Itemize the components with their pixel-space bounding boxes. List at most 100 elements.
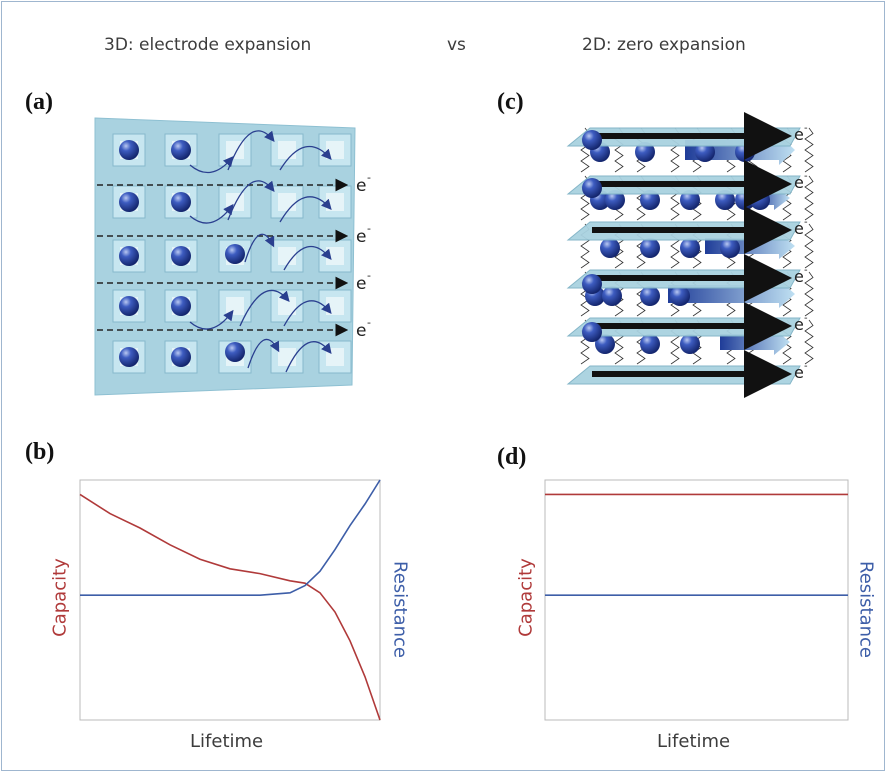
ion-sphere	[695, 142, 715, 162]
panel-d-label: (d)	[497, 444, 527, 470]
ion-hop-arrow	[285, 341, 332, 373]
ion-sphere	[635, 142, 655, 162]
ion-sphere	[595, 334, 615, 354]
ion-sphere	[119, 347, 139, 367]
chart-d-xlabel: Lifetime	[657, 731, 731, 752]
ion-sphere	[680, 334, 700, 354]
electron-label: e	[356, 321, 366, 341]
chart-d-axes	[544, 479, 849, 721]
ion-hop-arrow	[283, 300, 332, 327]
ion-sphere	[225, 244, 245, 264]
chart-d	[544, 479, 849, 721]
ion-sphere	[680, 238, 700, 258]
electron-sup: -	[804, 123, 808, 134]
lattice-cell	[112, 239, 146, 273]
ion-hop-arrow	[227, 130, 275, 171]
spring-link	[804, 127, 814, 173]
vs-label: vs	[447, 35, 466, 55]
spring-link	[804, 271, 814, 317]
electron-label: e	[356, 274, 366, 294]
ion-sphere	[119, 192, 139, 212]
ion-sphere	[670, 286, 690, 306]
ion-hop-arrow	[247, 338, 280, 369]
chart-b-ylabel-capacity: Capacity	[49, 558, 71, 637]
chart-d-ylabel-capacity: Capacity	[515, 558, 537, 637]
ion-sphere	[680, 190, 700, 210]
electron-label: e	[794, 315, 804, 334]
resistance-line-b	[80, 479, 381, 596]
ion-sphere	[119, 246, 139, 266]
chart-b	[79, 479, 381, 721]
ion-sphere	[605, 190, 625, 210]
left-title: 3D: electrode expansion	[104, 35, 312, 55]
lattice-cell	[112, 340, 146, 374]
lattice-cell-void	[226, 193, 244, 211]
ion-sphere	[715, 190, 735, 210]
ion-hop-arrow	[189, 309, 234, 330]
right-title: 2D: zero expansion	[582, 35, 746, 55]
ion-sphere	[171, 347, 191, 367]
electron-sup: -	[367, 316, 371, 329]
lattice-cell-void	[226, 297, 244, 315]
ion-hop-arrow	[244, 233, 275, 263]
ion-sphere	[600, 238, 620, 258]
chart-d-ylabel-resistance: Resistance	[855, 561, 877, 658]
ion-sphere	[171, 296, 191, 316]
ion-hop-arrow	[239, 289, 290, 327]
ion-sphere	[582, 130, 602, 150]
lattice-cell-void	[278, 141, 296, 159]
ion-hop-arrow	[279, 145, 332, 171]
chart-b-axes	[79, 479, 381, 721]
chart-b-xlabel: Lifetime	[190, 731, 264, 752]
ion-sphere	[720, 238, 740, 258]
ion-hop-arrow	[283, 245, 332, 271]
ion-sphere	[225, 342, 245, 362]
ion-hop-arrow	[227, 180, 275, 221]
electron-sup: -	[367, 269, 371, 282]
layered-sheets: e-e-e-e-e-e-	[566, 112, 814, 398]
electron-label: e	[794, 219, 804, 238]
ion-sphere	[602, 286, 622, 306]
ion-sphere	[582, 322, 602, 342]
ion-sphere	[640, 238, 660, 258]
electron-sup: -	[367, 171, 371, 184]
electron-sup: -	[804, 265, 808, 276]
lattice-cell-void	[278, 193, 296, 211]
electron-label: e	[794, 173, 804, 192]
chart-b-ylabel-resistance: Resistance	[389, 561, 411, 658]
electron-sup: -	[804, 313, 808, 324]
electron-label: e	[794, 363, 804, 382]
electron-sup: -	[804, 217, 808, 228]
panel-c-layers: e-e-e-e-e-e-	[566, 112, 814, 398]
ion-sphere	[171, 246, 191, 266]
ion-sphere	[119, 140, 139, 160]
spring-link	[804, 223, 814, 269]
ion-sphere	[640, 286, 660, 306]
ion-sphere	[171, 192, 191, 212]
spring-link	[804, 175, 814, 221]
ion-hop-arrows	[189, 130, 332, 373]
panel-c-label: (c)	[497, 89, 524, 115]
ion-hop-arrow	[279, 196, 332, 223]
electron-label: e	[356, 227, 366, 247]
ion-spheres	[119, 140, 245, 367]
spring-link	[804, 319, 814, 365]
ion-hop-arrow	[189, 203, 234, 224]
ion-sphere	[582, 274, 602, 294]
capacity-line-b	[79, 493, 381, 721]
lattice-cell-void	[326, 297, 344, 315]
lattice-cell-void	[278, 247, 296, 265]
panel-a-lattice: e-e-e-e-	[94, 117, 371, 396]
ion-sphere	[171, 140, 191, 160]
ion-sphere	[640, 190, 660, 210]
ion-sphere	[640, 334, 660, 354]
lattice-cell-void	[326, 193, 344, 211]
electron-label: e	[356, 176, 366, 196]
electron-labels: e-e-e-e-	[356, 171, 371, 341]
electron-sup: -	[804, 171, 808, 182]
electron-sup: -	[367, 222, 371, 235]
ion-hop-arrow	[189, 156, 234, 174]
panel-a-label: (a)	[25, 89, 53, 115]
electron-paths	[97, 178, 349, 337]
